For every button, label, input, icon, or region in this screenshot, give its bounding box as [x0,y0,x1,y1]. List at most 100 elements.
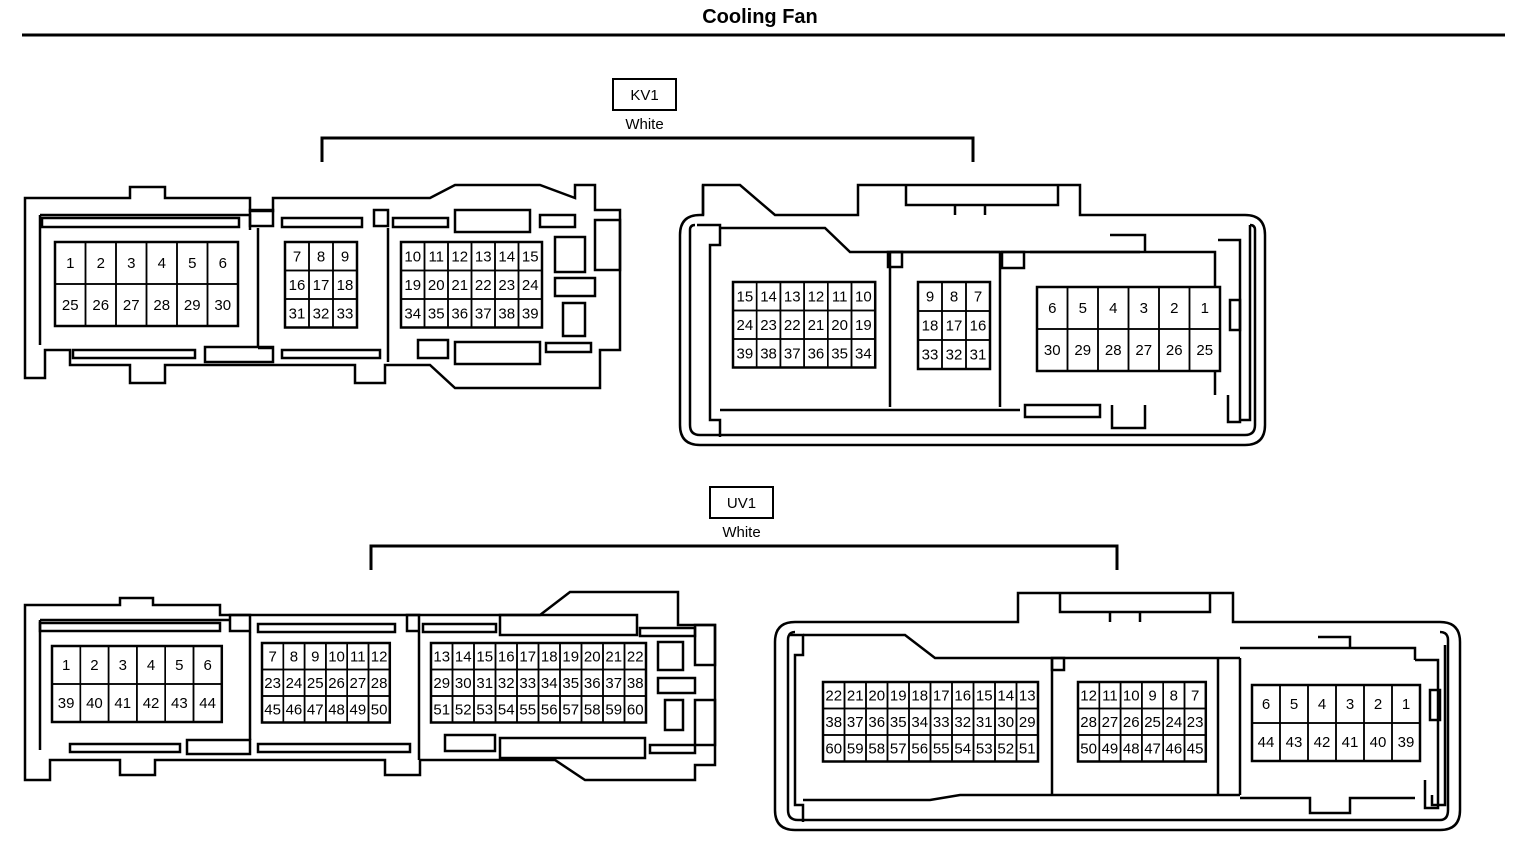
pin-number: 26 [328,675,345,692]
pin-number: 37 [605,675,622,692]
pin-number: 33 [922,347,939,364]
pin-number: 21 [847,687,864,704]
pin-number: 7 [293,248,301,265]
pin-number: 54 [498,701,515,718]
pin-number: 48 [1123,740,1140,757]
pin-number: 20 [831,317,848,334]
pin-number: 58 [868,740,885,757]
pin-cell [623,695,647,724]
pin-number: 51 [433,701,450,718]
pin-number: 12 [371,648,388,665]
pin-number: 1 [1402,696,1410,713]
pin-number: 44 [199,695,216,712]
kv1-connector-id: KV1 [630,87,658,104]
pin-cell [965,339,991,370]
pin-number: 52 [455,701,472,718]
pin-number: 31 [476,675,493,692]
pin-number: 6 [1048,300,1056,317]
pin-number: 2 [90,657,98,674]
pin-number: 12 [1080,687,1097,704]
pin-number: 10 [328,648,345,665]
pin-number: 45 [264,701,281,718]
pin-number: 22 [784,317,801,334]
pin-number: 15 [976,687,993,704]
pin-number: 13 [475,248,492,265]
pin-number: 17 [519,648,536,665]
pin-number: 11 [428,248,444,265]
pin-number: 60 [627,701,644,718]
pin-number: 39 [58,695,75,712]
pin-number: 2 [1170,300,1178,317]
pin-number: 25 [307,675,324,692]
pin-number: 60 [825,740,842,757]
pin-number: 10 [855,288,872,305]
pin-number: 42 [143,695,160,712]
pin-number: 8 [317,248,325,265]
pin-cell [192,683,223,723]
pin-number: 7 [268,648,276,665]
pin-number: 9 [341,248,349,265]
pin-number: 20 [868,687,885,704]
pin-number: 4 [158,255,166,272]
pin-number: 33 [519,675,536,692]
pin-number: 47 [1144,740,1161,757]
pin-number: 40 [1370,734,1387,751]
kv1-male-housing [678,183,1267,447]
pin-number: 19 [890,687,907,704]
pin-number: 18 [337,277,354,294]
kv1-connector-color: White [625,116,663,133]
pin-number: 32 [954,714,971,731]
uv1-connector-color: White [722,524,760,541]
pin-number: 33 [337,305,354,322]
pin-number: 30 [997,714,1014,731]
pin-cell [206,283,239,327]
pin-number: 46 [1166,740,1183,757]
pin-number: 47 [307,701,324,718]
pin-number: 9 [926,289,934,306]
pin-number: 40 [86,695,103,712]
pin-number: 34 [541,675,558,692]
kv1-female-housing [23,183,622,390]
pin-number: 59 [847,740,864,757]
pin-number: 24 [286,675,303,692]
pin-number: 24 [522,277,539,294]
pin-cell [1015,734,1039,763]
pin-number: 13 [433,648,450,665]
pin-number: 22 [627,648,644,665]
pin-number: 35 [562,675,579,692]
pin-number: 10 [404,248,421,265]
pin-number: 6 [219,255,227,272]
pin-number: 8 [1170,687,1178,704]
pin-number: 29 [1074,342,1091,359]
pin-number: 17 [313,277,330,294]
pin-number: 44 [1258,734,1275,751]
pin-number: 15 [476,648,493,665]
pin-number: 14 [760,288,777,305]
pin-number: 33 [933,714,950,731]
pin-number: 5 [175,657,183,674]
pin-number: 5 [188,255,196,272]
pin-number: 39 [522,305,539,322]
pin-number: 31 [289,305,306,322]
pin-number: 25 [62,297,79,314]
pin-number: 26 [92,297,109,314]
pin-number: 16 [498,648,515,665]
pin-number: 49 [350,701,367,718]
pin-number: 7 [1191,687,1199,704]
pin-number: 23 [1187,714,1204,731]
pin-number: 57 [562,701,579,718]
pin-number: 4 [1109,300,1117,317]
pin-number: 41 [114,695,131,712]
pin-number: 17 [946,318,963,335]
pin-number: 55 [519,701,536,718]
